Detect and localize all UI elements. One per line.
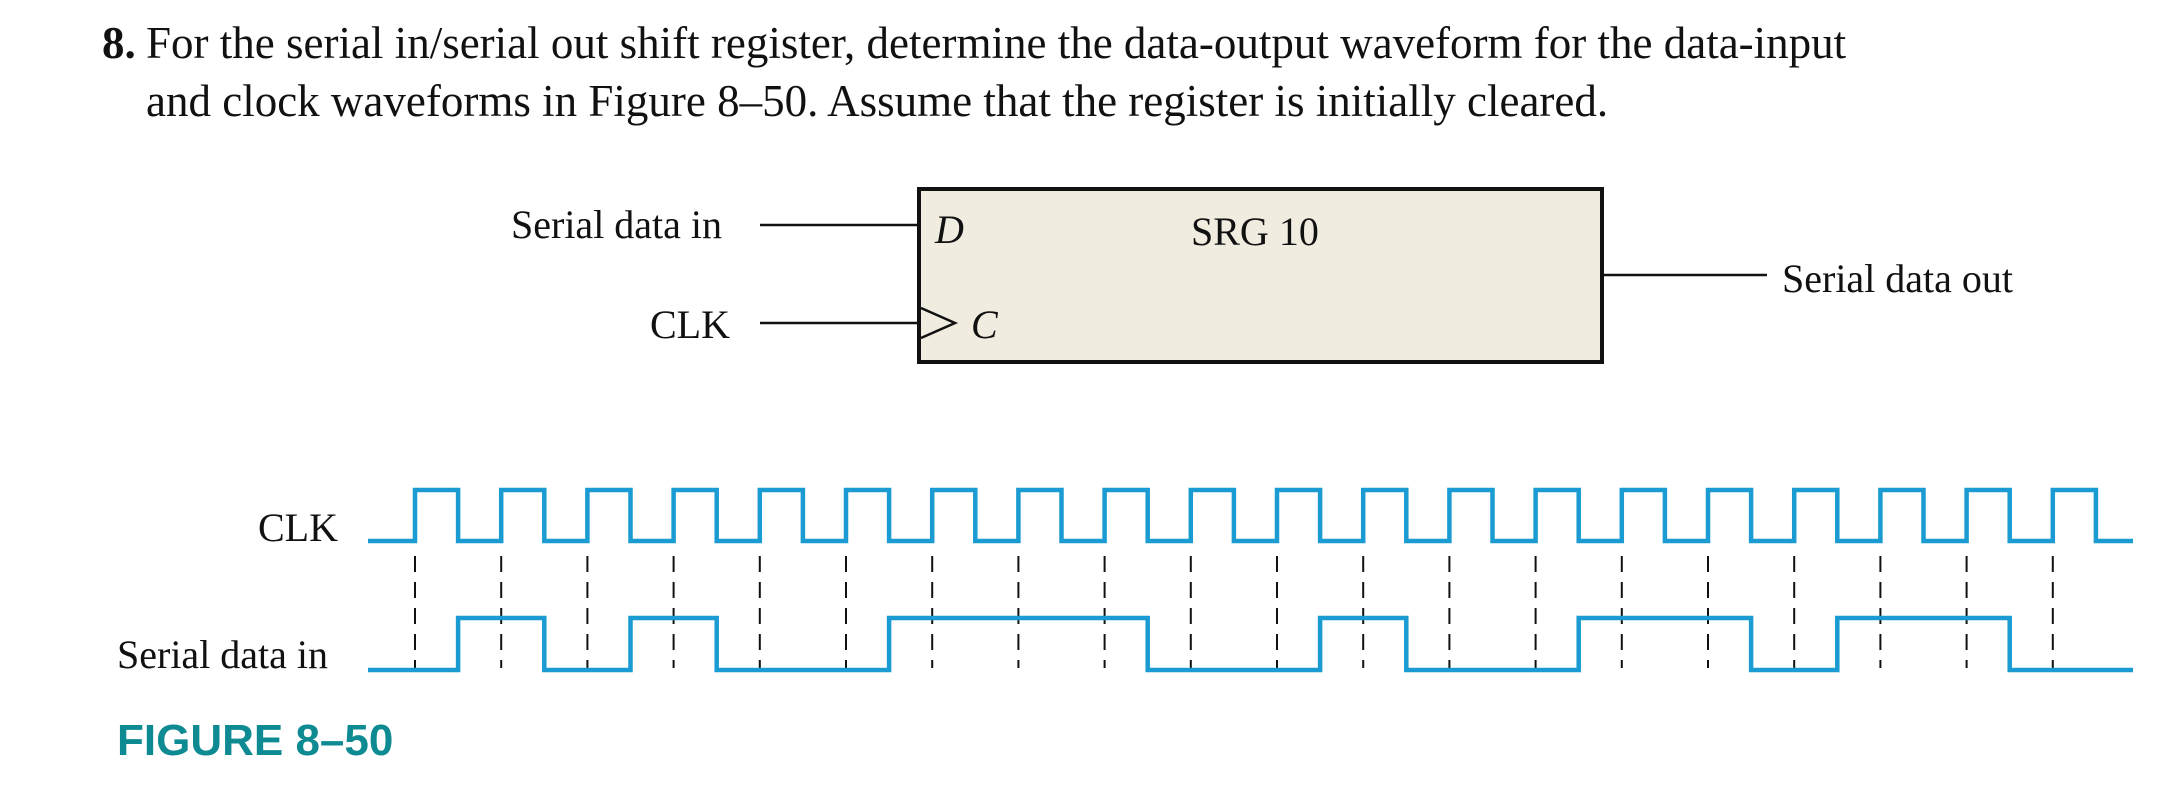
- clk-waveform: [368, 487, 2133, 544]
- clock-edge-guide-lines: [414, 556, 2054, 668]
- serial-data-in-label: Serial data in: [511, 202, 722, 247]
- shift-register-block-diagram: Serial data in CLK D C SRG 10 Serial dat…: [511, 187, 2013, 364]
- clock-triangle-icon: [920, 306, 959, 340]
- question-number: 8.: [102, 18, 136, 68]
- pin-d-label: D: [934, 207, 964, 252]
- block-title: SRG 10: [1191, 209, 1319, 254]
- question-line-2: and clock waveforms in Figure 8–50. Assu…: [146, 76, 1609, 126]
- pin-c-label: C: [971, 302, 999, 347]
- serial-data-out-label: Serial data out: [1782, 256, 2013, 301]
- clk-input-label: CLK: [650, 302, 730, 347]
- timing-diagram: CLK Serial data in: [117, 487, 2133, 677]
- timing-data-label: Serial data in: [117, 632, 328, 677]
- question-text: 8. For the serial in/serial out shift re…: [102, 14, 1847, 130]
- timing-clk-label: CLK: [258, 505, 338, 550]
- question-line-1: For the serial in/serial out shift regis…: [146, 18, 1847, 68]
- figure-caption: FIGURE 8–50: [117, 716, 394, 765]
- serial-data-in-waveform: [368, 615, 2133, 673]
